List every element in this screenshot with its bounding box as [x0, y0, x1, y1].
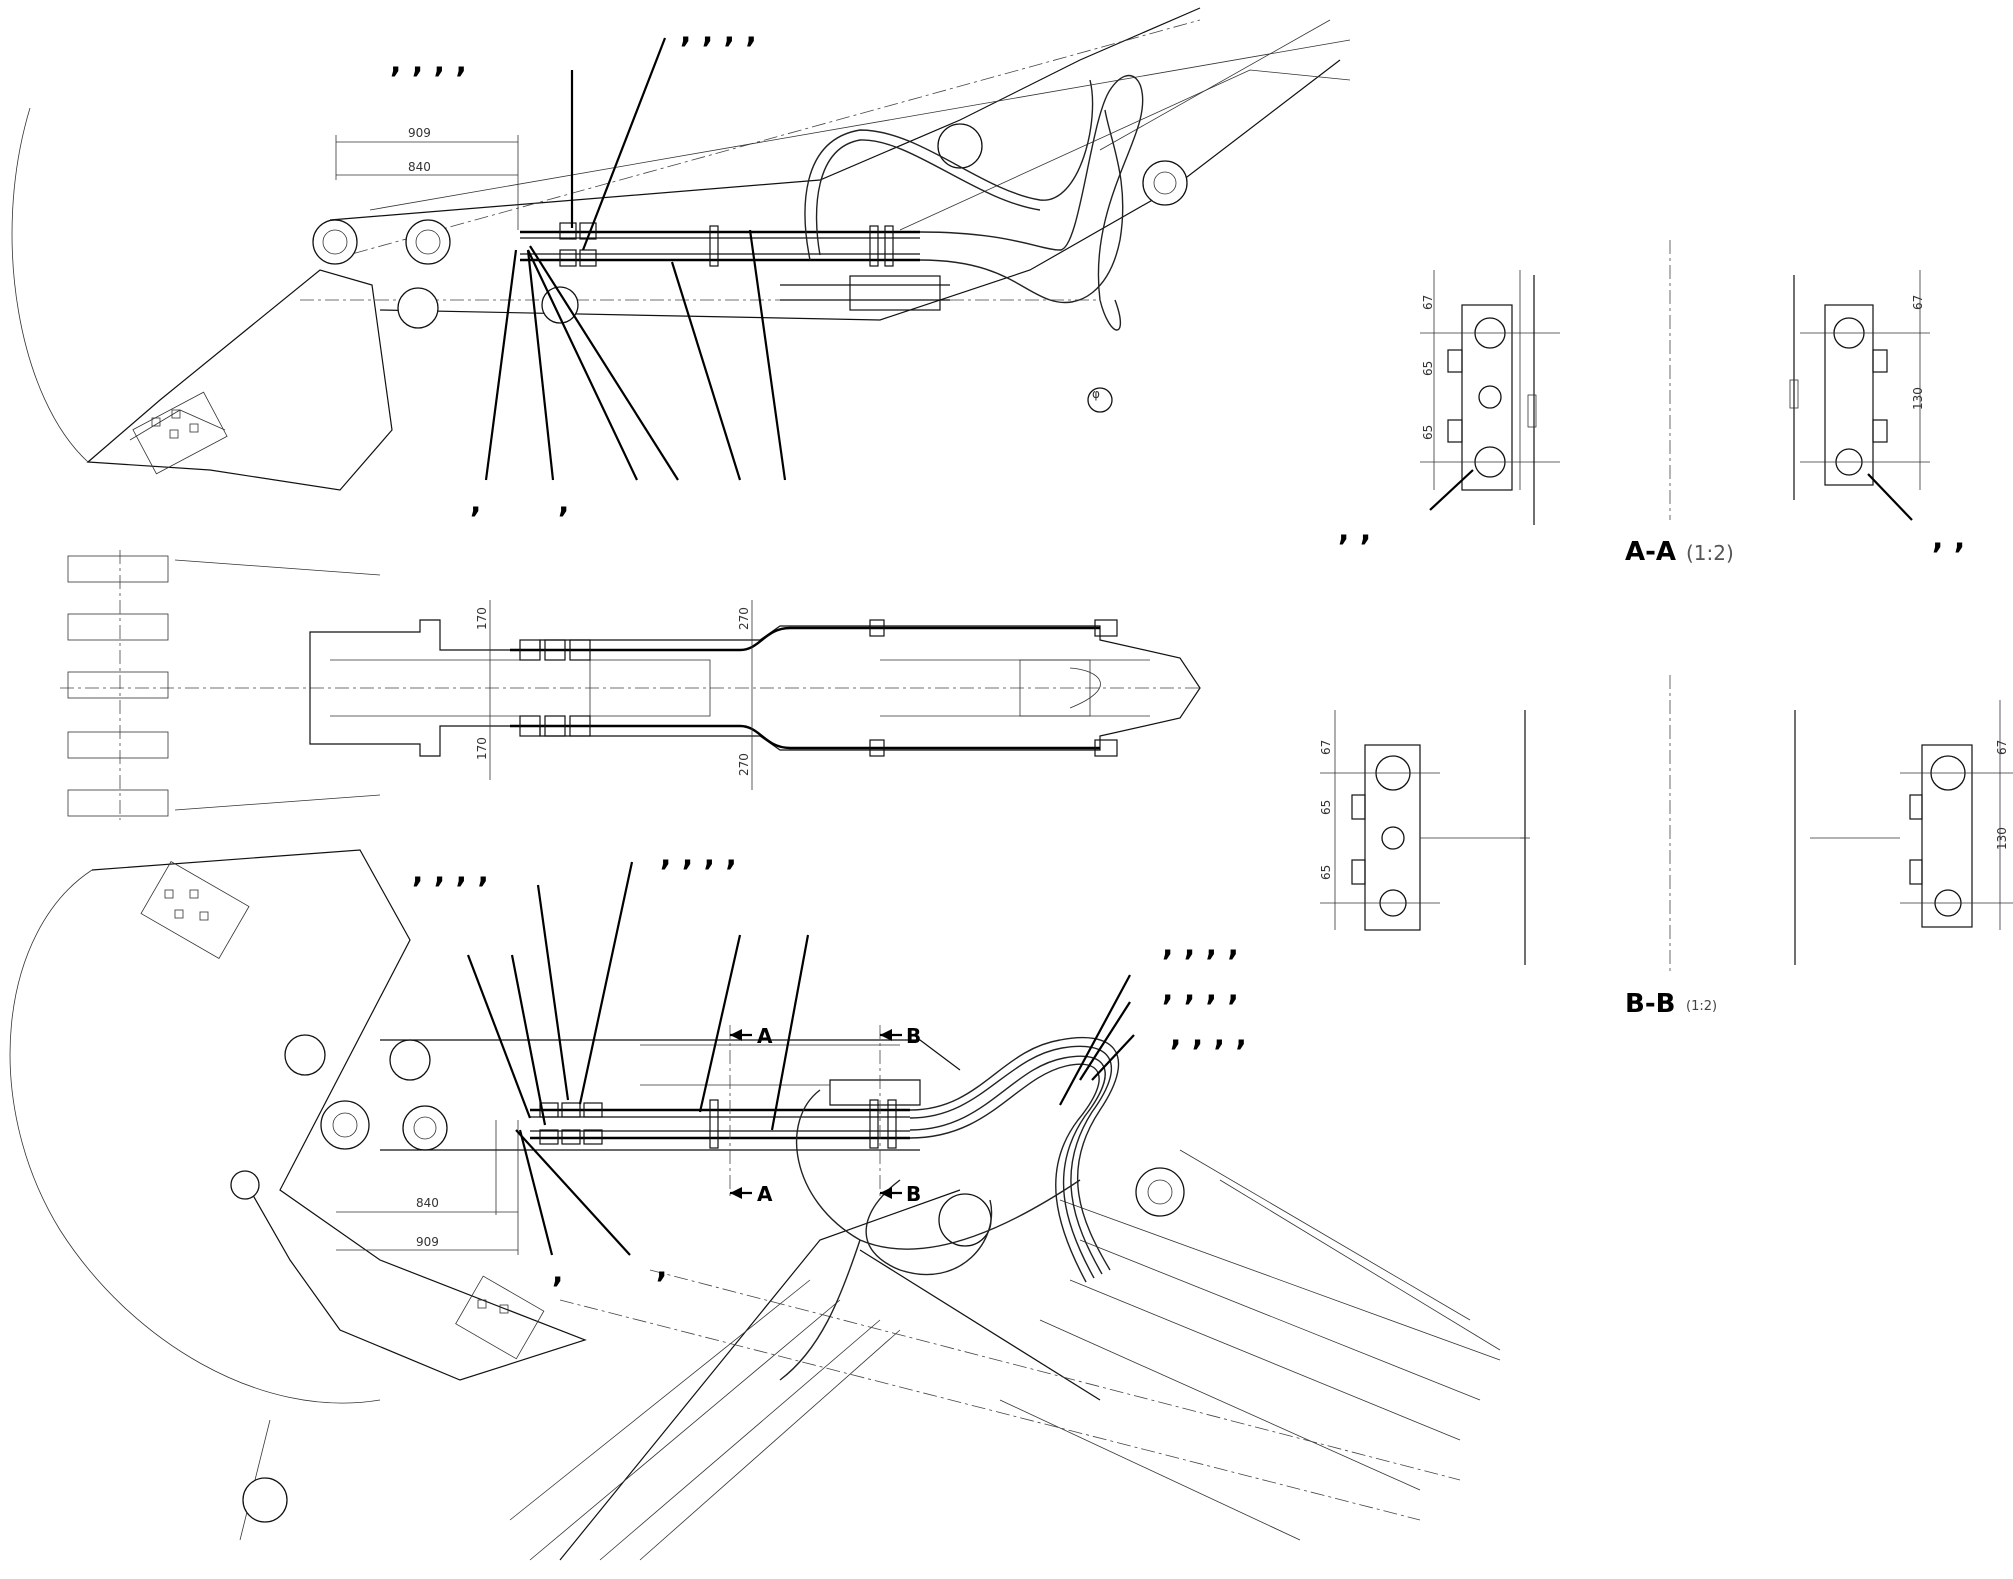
aa-dim-130-right: 130	[1911, 387, 1925, 410]
top-view-hoses	[804, 74, 1144, 331]
pivot-pin	[389, 1039, 431, 1081]
callout-top-below-2: ,	[558, 485, 569, 520]
dim-909-bottom: 909	[416, 1235, 439, 1249]
pivot-pin	[938, 1193, 992, 1247]
top-view-pipes	[520, 222, 920, 267]
top-side-view: φ 909 8	[11, 7, 1351, 520]
plan-bucket-teeth	[67, 550, 381, 820]
cut-plane-markers: A A B B	[729, 1024, 921, 1206]
bottom-leaders	[466, 861, 1135, 1256]
pivot-pin	[1087, 387, 1113, 413]
dim-270-upper: 270	[737, 607, 751, 630]
dim-840-top: 840	[408, 160, 431, 174]
bottom-view-hoses	[779, 1036, 1120, 1381]
dim-170-upper: 170	[475, 607, 489, 630]
section-aa-title: A-A	[1625, 537, 1676, 567]
pivot-pin	[1142, 160, 1188, 206]
section-bb-scale: (1:2)	[1686, 999, 1717, 1014]
plan-pipes	[510, 619, 1118, 757]
callout-bot-row-2: , , , ,	[660, 838, 737, 873]
pivot-pin	[312, 219, 358, 265]
dim-170-lower: 170	[475, 737, 489, 760]
callout-bot-below-1: ,	[552, 1255, 563, 1290]
pivot-pin	[284, 1034, 326, 1076]
section-b-b: 67 65 65 67 130 B-B (1:2)	[1319, 675, 2013, 1019]
bottom-side-view: A A B B 840 909 , , ,	[9, 838, 1501, 1561]
bucket-teeth	[132, 391, 228, 475]
pivot-pin	[937, 123, 983, 169]
callout-bot-right-3: , , , ,	[1170, 1018, 1247, 1053]
pivot-pin	[397, 287, 439, 329]
top-leaders	[484, 37, 787, 481]
dim-840-bottom: 840	[416, 1196, 439, 1210]
section-aa-scale: (1:2)	[1686, 541, 1734, 565]
aa-dim-67-left: 67	[1421, 295, 1435, 310]
cut-label-a-bottom: A	[757, 1182, 773, 1206]
dim-270-lower: 270	[737, 753, 751, 776]
bb-dim-65-left-mid: 65	[1319, 800, 1333, 815]
section-bb-title: B-B	[1625, 989, 1675, 1019]
aa-left-clamp	[1420, 270, 1560, 525]
bb-right-clamp	[1794, 700, 2013, 965]
callout-bot-right-1: , , , ,	[1162, 928, 1239, 963]
callout-aa-right: , ,	[1932, 521, 1965, 556]
cut-label-a-top: A	[757, 1024, 773, 1048]
bb-dim-67-right: 67	[1995, 740, 2009, 755]
section-a-a: 67 65 65 67 130 , , , , A-A (1:2)	[1338, 240, 1965, 567]
bottom-bucket-teeth	[140, 860, 545, 1360]
pivot-pin	[1135, 1167, 1185, 1217]
cut-label-b-bottom: B	[906, 1182, 921, 1206]
callout-top-below-1: ,	[470, 485, 481, 520]
pivot-pin	[242, 1477, 288, 1523]
bb-dim-67-left: 67	[1319, 740, 1333, 755]
callout-top-row-1: , , , ,	[390, 45, 467, 80]
bottom-view-pipes	[530, 1099, 910, 1149]
aa-dim-65-left-bot: 65	[1421, 425, 1435, 440]
dimension-909-840: 909 840	[335, 126, 519, 230]
callout-aa-left: , ,	[1338, 513, 1371, 548]
aa-right-clamp	[1789, 270, 1930, 521]
callout-bot-below-2: ,	[656, 1250, 667, 1285]
svg-text:φ: φ	[1092, 387, 1100, 401]
aa-dim-65-left-mid: 65	[1421, 361, 1435, 376]
callout-bot-right-2: , , , ,	[1162, 973, 1239, 1008]
bb-left-clamp	[1320, 710, 1530, 965]
bb-dim-65-left-bot: 65	[1319, 865, 1333, 880]
dimension-840-909-bottom: 840 909	[336, 1120, 519, 1255]
boom	[509, 1149, 1501, 1561]
aa-dim-67-right: 67	[1911, 295, 1925, 310]
bb-dim-130-right: 130	[1995, 827, 2009, 850]
pivot-pin	[402, 1105, 448, 1151]
dim-909-top: 909	[408, 126, 431, 140]
callout-top-row-2: , , , ,	[680, 15, 757, 50]
cut-label-b-top: B	[906, 1024, 921, 1048]
pivot-pin	[405, 219, 451, 265]
callout-bot-row-1: , , , ,	[412, 855, 489, 890]
pivot-pin	[320, 1100, 370, 1150]
pivot-pin	[230, 1170, 260, 1200]
plan-view: 170 170 270 270	[60, 550, 1201, 820]
